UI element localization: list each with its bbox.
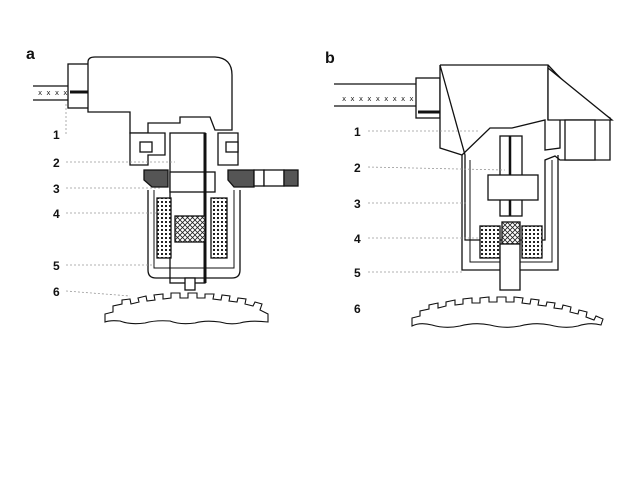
svg-text:x x x x x x x x x x: x x x x x x x x x x: [342, 95, 422, 103]
callout-b-4: 4: [354, 232, 361, 246]
callout-b-6: 6: [354, 302, 361, 316]
callout-a-1: 1: [53, 128, 60, 142]
figure-a-magnet: [174, 215, 206, 243]
callout-a-4: 4: [53, 207, 60, 221]
figure-b-winding-left: [479, 225, 501, 259]
figure-a-label: a: [26, 46, 35, 63]
figure-a-housing: [87, 56, 233, 134]
callout-a-2: 2: [53, 156, 60, 170]
figure-a-flange: [143, 169, 169, 188]
figure-b-winding-right: [521, 225, 543, 259]
callout-b-3: 3: [354, 197, 361, 211]
figure-b-label: b: [325, 50, 335, 67]
figure-b-magnet: [501, 221, 521, 245]
figure-a-leaders: [65, 102, 175, 297]
svg-text:x x x x: x x x x: [38, 89, 68, 97]
figure-a-winding-right: [210, 197, 228, 259]
figure-a-cable: x x x x: [33, 63, 91, 109]
figure-b-trigger-wheel: [411, 296, 604, 328]
figure-b-sensor: x x x x x x x x x x: [334, 64, 614, 291]
figure-a-core: [169, 132, 206, 284]
figure-a-trigger-wheel: [104, 292, 269, 325]
callout-b-1: 1: [354, 125, 361, 139]
figure-b-cable: x x x x x x x x x x: [334, 77, 441, 119]
callout-a-6: 6: [53, 285, 60, 299]
figure-a-winding-left: [156, 197, 172, 259]
callout-a-3: 3: [53, 182, 60, 196]
figure-a-sensor: x x x x: [33, 56, 299, 291]
figure-b-leaders: [367, 130, 506, 273]
callout-b-5: 5: [354, 266, 361, 280]
callout-b-2: 2: [354, 161, 361, 175]
figure-b-pole-pin: [499, 243, 521, 291]
callout-a-5: 5: [53, 259, 60, 273]
